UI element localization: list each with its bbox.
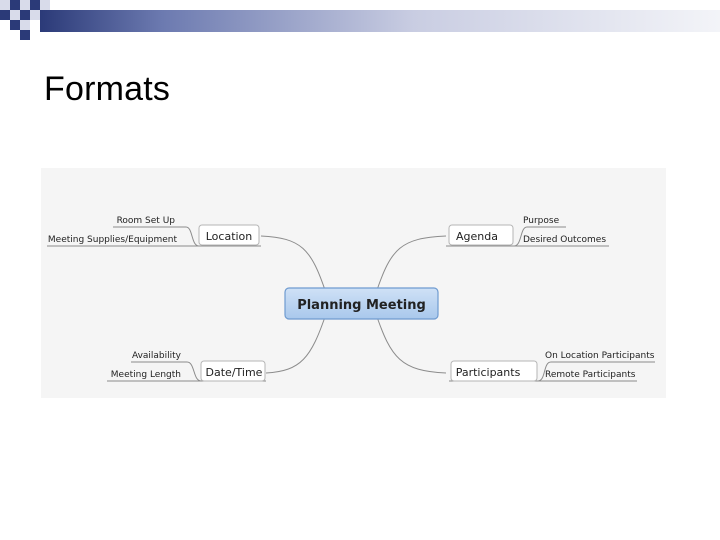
mind-map-diagram: Planning Meeting Location Agenda Date/Ti… [41, 168, 666, 398]
header-square [0, 10, 10, 20]
header-gradient-band [40, 10, 720, 32]
header-square [20, 20, 30, 30]
branch-box-participants [450, 360, 538, 382]
branch-label-datetime: Date/Time [206, 366, 263, 379]
branch-label-location: Location [206, 230, 253, 243]
header-square [20, 30, 30, 40]
child-label-meeting-length: Meeting Length [111, 370, 181, 380]
slide-header-decoration [0, 0, 720, 46]
header-square [30, 0, 40, 10]
header-square [40, 0, 50, 10]
branch-label-participants: Participants [456, 366, 521, 379]
center-node-label: Planning Meeting [297, 298, 426, 313]
child-line-participants-1 [537, 361, 655, 382]
mind-map-svg: Planning Meeting Location Agenda Date/Ti… [47, 216, 655, 382]
branch-box-datetime [200, 360, 266, 382]
child-label-desired-outcomes: Desired Outcomes [523, 235, 606, 245]
child-label-meeting-supplies: Meeting Supplies/Equipment [48, 235, 178, 245]
child-label-on-location-participants: On Location Participants [545, 351, 655, 361]
branch-box-agenda [448, 224, 514, 246]
connector-datetime [265, 313, 327, 374]
connector-participants [375, 313, 447, 374]
header-square [30, 10, 40, 20]
connector-agenda [375, 235, 447, 294]
child-line-datetime-1 [131, 361, 202, 382]
branch-label-agenda: Agenda [456, 230, 498, 243]
center-node [284, 287, 439, 320]
child-label-availability: Availability [132, 351, 182, 361]
child-line-location-1 [113, 226, 200, 247]
child-label-room-set-up: Room Set Up [117, 216, 176, 226]
header-square [20, 10, 30, 20]
header-square [20, 0, 30, 10]
header-square [0, 0, 10, 10]
child-label-remote-participants: Remote Participants [545, 370, 636, 380]
child-line-agenda-1 [513, 226, 566, 247]
child-label-purpose: Purpose [523, 216, 560, 226]
slide-title: Formats [44, 70, 171, 108]
header-square [10, 20, 20, 30]
header-square [10, 10, 20, 20]
connector-location [260, 235, 327, 294]
branch-box-location [198, 224, 260, 246]
header-square [10, 0, 20, 10]
